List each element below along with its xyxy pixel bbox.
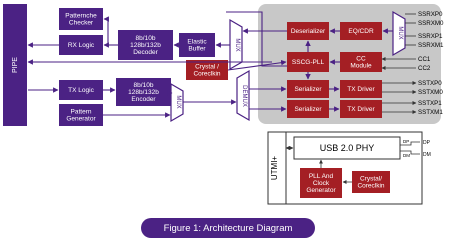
- pin-cc1: CC1: [418, 56, 431, 63]
- tx-driver-1-block: [340, 80, 382, 98]
- crystal-bottom-block: [352, 171, 390, 193]
- pattern-checker-block: [59, 8, 103, 30]
- usb-phy-label: USB 2.0 PHY: [320, 143, 375, 153]
- usb-lines: [285, 141, 420, 184]
- rx-logic-label: RX Logic: [68, 42, 95, 49]
- utmi-bar: [267, 131, 287, 205]
- figure-caption: Figure 1: Architecture Diagram: [141, 218, 315, 238]
- elastic-buffer-block: [179, 33, 215, 57]
- pipe-bar: [3, 4, 27, 126]
- pin-ssrxp0: SSRXP0: [418, 11, 443, 18]
- demux: [236, 69, 250, 122]
- encoder-block: [116, 78, 171, 106]
- pin-cc2: CC2: [418, 65, 431, 72]
- pin-dm-inner: DM: [403, 153, 410, 158]
- serializer-2-label: Serializer: [294, 106, 322, 113]
- pipe-label: PIPE: [12, 57, 19, 73]
- tx-logic-label: TX Logic: [68, 87, 94, 94]
- pin-sstxm1: SSTXM1: [418, 109, 443, 116]
- tx-driver-1-label: TX Driver: [347, 86, 375, 93]
- pattern-generator-block: [59, 104, 103, 126]
- demux-label: DEMUX: [241, 85, 247, 107]
- tx-driver-2-label: TX Driver: [347, 106, 375, 113]
- tx-driver-2-block: [340, 100, 382, 118]
- crystal-top-label: Crystal /Coreclkin: [193, 64, 220, 78]
- pin-ssrxm0: SSRXM0: [418, 20, 444, 27]
- pll-clock-gen-block: [300, 168, 342, 198]
- serializer-1-block: [287, 80, 329, 98]
- serializer-1-label: Serializer: [294, 86, 322, 93]
- sscg-pll-block: [287, 52, 329, 72]
- serializer-2-block: [287, 100, 329, 118]
- rx-logic-block: [59, 35, 103, 55]
- mux-rx-top-label: MUX: [234, 38, 240, 51]
- deserializer-block: [287, 22, 329, 40]
- pin-ssrxp1: SSRXP1: [418, 33, 443, 40]
- mux-tx-mid: [170, 82, 184, 123]
- pin-ssrxm1: SSRXM1: [418, 42, 444, 49]
- figure-caption-text: Figure 1: Architecture Diagram: [163, 222, 293, 234]
- pin-sstxp0: SSTXP0: [418, 80, 442, 87]
- pin-dp-inner: DP: [403, 139, 409, 144]
- cc-module-block: [340, 52, 382, 72]
- crystal-bottom-label: Crystal/Coreclkin: [357, 176, 384, 190]
- mux-rx-right-label: MUX: [397, 26, 403, 39]
- utmi-label: UTMI+: [270, 156, 279, 181]
- eq-cdr-label: EQ/CDR: [348, 28, 374, 35]
- tx-logic-block: [59, 80, 103, 100]
- crystal-top-block: [186, 60, 228, 80]
- pin-lines: [381, 13, 417, 114]
- eq-cdr-block: [340, 22, 382, 40]
- pin-sstxp1: SSTXP1: [418, 100, 442, 107]
- pin-dm: DM: [423, 152, 431, 158]
- deserializer-label: Deserializer: [291, 28, 326, 35]
- mux-tx-mid-label: MUX: [175, 95, 181, 108]
- decoder-block: [118, 30, 173, 60]
- sscg-pll-label: SSCG-PLL: [292, 59, 325, 66]
- signal-lines: [27, 11, 393, 118]
- pin-dp: DP: [423, 140, 431, 146]
- usb-phy-block: [293, 136, 401, 160]
- mux-rx-right: [392, 10, 406, 57]
- pin-sstxm0: SSTXM0: [418, 89, 443, 96]
